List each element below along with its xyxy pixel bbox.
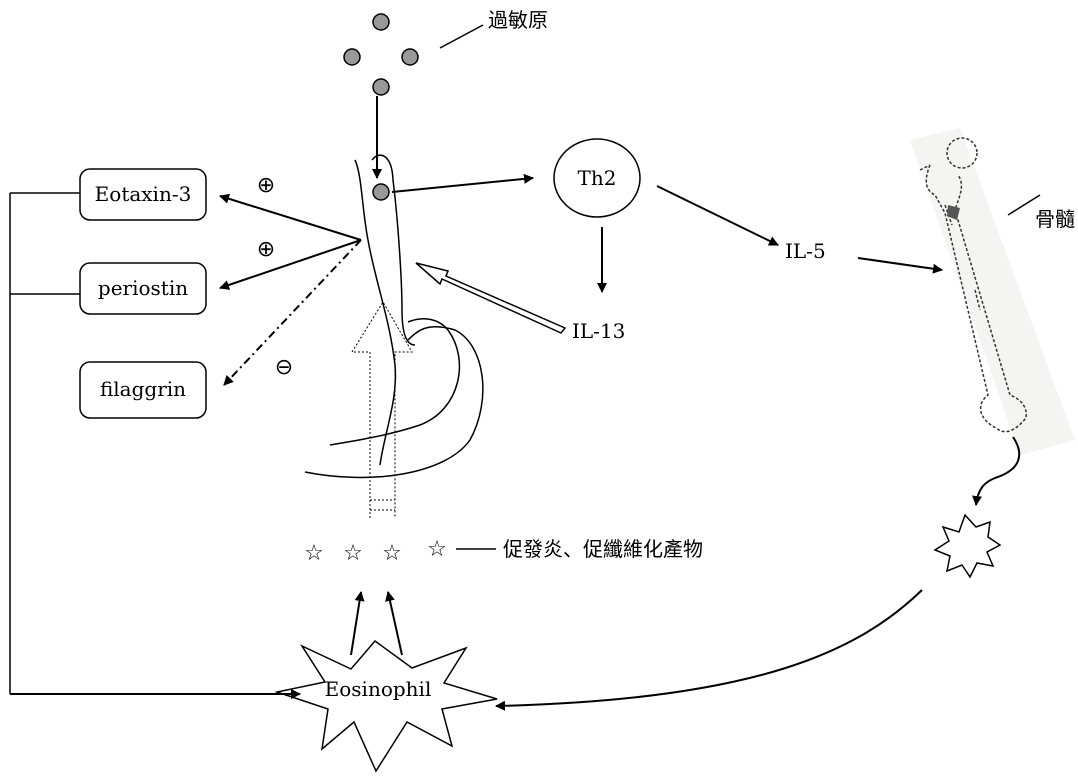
esophagus-to-periostin-arrow bbox=[219, 239, 362, 290]
il13-label: IL-13 bbox=[572, 319, 625, 343]
il13-to-esophagus-arrow bbox=[415, 262, 567, 334]
burst-to-eosinophil-arrow bbox=[495, 589, 923, 711]
eosinophil-cell-icon bbox=[274, 639, 498, 773]
allergen-particle-icon bbox=[343, 48, 361, 66]
product-star-icon: ☆ bbox=[382, 541, 402, 566]
esophagus-to-eotaxin-arrow bbox=[219, 193, 362, 241]
allergen-label: 過敏原 bbox=[488, 8, 548, 32]
allergen-label-leader bbox=[439, 24, 484, 49]
product-star-icon: ☆ bbox=[304, 541, 324, 566]
allergen-in-esophagus-icon bbox=[372, 183, 390, 201]
eosinophil-label: Eosinophil bbox=[325, 677, 432, 701]
products-legend-label: 促發炎、促纖維化產物 bbox=[503, 537, 703, 561]
il5-label: IL-5 bbox=[785, 239, 826, 263]
th2-cell bbox=[553, 138, 641, 218]
bone-marrow-leader bbox=[1007, 194, 1041, 216]
bone-marrow-cell-icon bbox=[933, 513, 1002, 579]
periostin-box bbox=[79, 262, 207, 315]
periostin-label: periostin bbox=[98, 276, 188, 300]
esophagus-to-filaggrin-arrow bbox=[223, 239, 362, 386]
allergen-particle-icon bbox=[401, 48, 419, 66]
allergen-particle-icon bbox=[372, 78, 390, 96]
il5-to-bone-arrow bbox=[857, 257, 943, 274]
eotaxin-label: Eotaxin-3 bbox=[95, 182, 192, 206]
periostin-upregulate-sign: ⊕ bbox=[257, 237, 275, 262]
bone-to-burst-arrow bbox=[972, 436, 1021, 506]
filaggrin-box bbox=[79, 361, 207, 419]
eotaxin-upregulate-sign: ⊕ bbox=[257, 173, 275, 198]
legend-star-icon: ☆ bbox=[427, 537, 447, 562]
allergen-particles bbox=[343, 13, 419, 96]
eotaxin-box bbox=[79, 168, 207, 221]
stomach-outline bbox=[304, 318, 484, 479]
esophagus-to-th2-arrow bbox=[391, 173, 534, 193]
bone-marrow-label: 骨髓 bbox=[1035, 207, 1075, 231]
product-star-icon: ☆ bbox=[343, 541, 363, 566]
chemokine-recruitment-connector bbox=[9, 192, 80, 694]
bone-icon bbox=[910, 128, 1075, 455]
th2-label: Th2 bbox=[578, 166, 617, 190]
esophagus-outline bbox=[354, 154, 416, 466]
th2-to-il5-arrow bbox=[656, 185, 779, 246]
eosinophil-to-star-arrow bbox=[350, 591, 365, 656]
filaggrin-downregulate-sign: ⊖ bbox=[275, 355, 293, 380]
allergen-particle-icon bbox=[372, 13, 390, 31]
filaggrin-label: filaggrin bbox=[100, 377, 186, 401]
eosinophil-to-star-arrow bbox=[385, 591, 403, 656]
dotted-upward-arrow bbox=[351, 301, 413, 518]
